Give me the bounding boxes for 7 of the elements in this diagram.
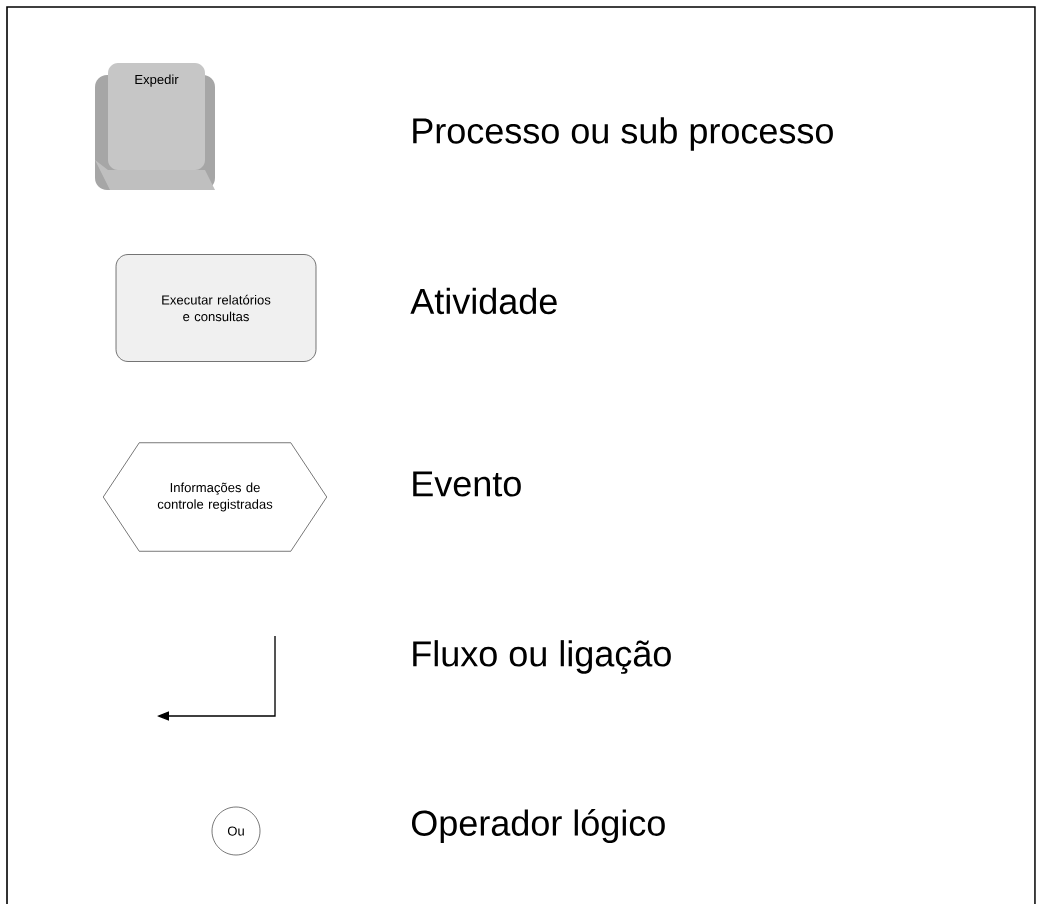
legend-text: Processo ou sub processo bbox=[413, 117, 833, 151]
activity-box: Executar relatórios e consultas bbox=[115, 254, 317, 362]
legend-text: Operador lógico bbox=[412, 809, 665, 843]
event-hexagon: Informações de controle registradas bbox=[102, 442, 328, 552]
legend-text: Evento bbox=[413, 471, 521, 497]
legend-text: Atividade bbox=[410, 287, 557, 315]
legend-text: Fluxo ou ligação bbox=[413, 640, 671, 674]
